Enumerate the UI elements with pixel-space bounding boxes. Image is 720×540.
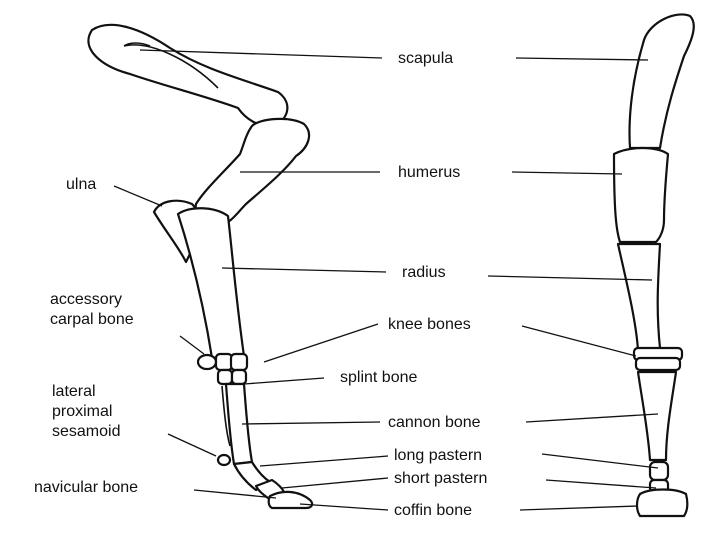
side-carpal-bone-2 (229, 352, 249, 372)
leader-cannon-left (241, 421, 381, 425)
side-carpal-bone-1 (214, 352, 234, 372)
label-short-pastern: short pastern (394, 470, 488, 487)
leader-short-pastern-left (281, 477, 389, 489)
leader-scapula-left (139, 49, 383, 59)
front-coffin-bone (635, 488, 689, 518)
front-radius-bone (616, 242, 662, 352)
leader-ulna (113, 185, 163, 207)
side-coffin-bone (267, 490, 314, 510)
side-accessory-carpal-bone (196, 353, 218, 371)
label-sesamoid-line-3: sesamoid (52, 423, 121, 440)
label-ulna: ulna (66, 176, 97, 193)
leader-radius-left (221, 267, 387, 273)
side-carpal-bone-3 (216, 368, 234, 386)
label-accessory-carpal-line-2: carpal bone (50, 311, 134, 328)
front-view-skeleton (612, 13, 695, 518)
label-coffin-bone: coffin bone (394, 502, 472, 519)
side-view-skeleton (87, 23, 314, 510)
leader-coffin-right (519, 505, 639, 511)
front-long-pastern-bone (648, 460, 670, 482)
label-radius: radius (402, 264, 446, 281)
leader-navicular (193, 489, 277, 499)
leader-splint (243, 377, 325, 385)
label-accessory-carpal-line-1: accessory (50, 291, 123, 308)
leader-humerus-right (511, 171, 623, 175)
front-scapula-bone (628, 13, 695, 150)
leader-lines (113, 49, 659, 511)
label-cannon-bone: cannon bone (388, 414, 481, 431)
label-long-pastern: long pastern (394, 447, 483, 464)
side-carpal-bone-4 (230, 368, 248, 386)
side-sesamoid-bone (216, 453, 232, 467)
side-scapula-bone (87, 23, 289, 128)
leader-short-pastern-right (545, 479, 657, 489)
label-sesamoid-line-2: proximal (52, 403, 113, 420)
side-splint-bone (221, 385, 231, 447)
label-scapula: scapula (398, 50, 454, 67)
leader-coffin-left (299, 503, 389, 511)
leader-long-pastern-left (259, 455, 389, 467)
label-navicular-bone: navicular bone (34, 479, 139, 496)
label-splint-bone: splint bone (340, 369, 418, 386)
leader-long-pastern-right (541, 453, 659, 469)
front-carpal-row-2 (634, 356, 682, 372)
label-humerus: humerus (398, 164, 461, 181)
front-cannon-bone (636, 370, 678, 462)
side-radius-bone (176, 207, 246, 360)
leader-sesamoid (167, 433, 217, 457)
label-sesamoid-line-1: lateral (52, 383, 96, 400)
leader-knee-right (521, 325, 637, 357)
front-humerus-bone (612, 146, 670, 244)
leader-cannon-right (525, 413, 659, 423)
leader-accessory-carpal (179, 335, 205, 355)
leader-radius-right (487, 275, 653, 281)
leader-scapula-right (515, 57, 649, 61)
label-knee-bones: knee bones (388, 316, 471, 333)
side-scapula-ridge (123, 42, 219, 89)
leader-knee-left (263, 323, 379, 363)
